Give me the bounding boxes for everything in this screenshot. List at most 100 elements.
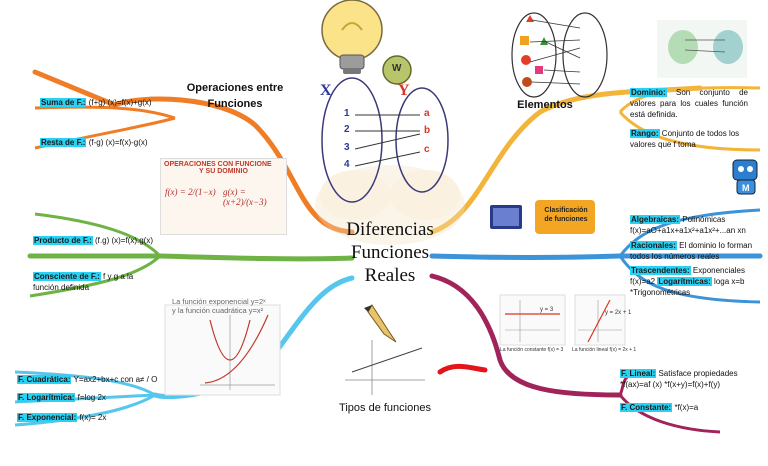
orange-sub-suma	[34, 105, 176, 120]
graph2-caption: La función lineal f(x) = 2x + 1	[572, 347, 637, 353]
gold-sub-rango	[618, 111, 761, 152]
maroon-sub-constante	[618, 394, 721, 434]
graph1-label: y = 3	[540, 307, 554, 313]
central-topic-line1: Diferencias	[346, 219, 434, 240]
rango-text: Conjunto de todos los valores que f toma	[630, 129, 740, 149]
operaciones-card: OPERACIONES CON FUNCIONE Y SU DOMINIO f(…	[160, 158, 287, 235]
cociente-node: Consciente de F.: f y g a la función def…	[33, 271, 153, 293]
lightbulb-icon	[321, 0, 383, 74]
trascendentes-label: Trascendentes:	[630, 266, 691, 275]
tipos-graph	[345, 340, 425, 395]
exp-card-caption: La función exponencial y=2ˣ y la función…	[172, 297, 282, 315]
resta-node: Resta de F.: (f-g) (x)=f(x)-g(x)	[40, 137, 148, 148]
logaritmicas-label: Logarítmicas:	[657, 277, 712, 286]
wk-letter: W	[392, 63, 402, 74]
exponencial-text: f(x)= 2x	[77, 413, 107, 422]
exp-graph	[164, 304, 281, 396]
exponencial-label: F. Exponencial:	[17, 413, 78, 422]
logaritmica-node: F. Logarítmica: f=log 2x	[17, 392, 106, 403]
exp-card-line2: y la función cuadrática y=x²	[172, 306, 264, 315]
cociente-text1: f y g a la	[100, 272, 134, 281]
operaciones-heading: Operaciones entre Funciones	[175, 80, 295, 112]
operaciones-card-g: g(x) = (x+2)/(x−3)	[223, 187, 267, 207]
operaciones-heading-line1: Operaciones entre	[186, 82, 284, 94]
green-sub-cociente	[29, 254, 162, 298]
mapping-codomain-b: b	[424, 125, 431, 136]
dominio-text: Son conjunto de valores para los cuales …	[630, 88, 748, 119]
exponencial-node: F. Exponencial: f(x)= 2x	[17, 412, 106, 423]
algebraicas-text: Polinómicas f(x)=aO+a1x+a1x²+a1x²+...an …	[630, 215, 746, 235]
mapping-domain-4: 4	[344, 159, 350, 170]
producto-node: Producto de F.: (f.g) (x)=f(x).g(x)	[33, 235, 153, 246]
operaciones-card-title2: Y SU DOMINIO	[199, 168, 248, 175]
orange-branch	[32, 69, 355, 235]
red-branch	[437, 363, 488, 375]
mapping-codomain-c: c	[424, 144, 430, 155]
green-branch	[27, 253, 355, 262]
clasificacion-illustration	[490, 200, 595, 234]
graph2-label: y = 2x + 1	[605, 310, 632, 316]
maroon-branch	[429, 273, 623, 398]
graph1-caption: La función constante f(x) = 3	[500, 347, 564, 353]
blue-sub-2	[618, 255, 761, 304]
racionales-text: El dominio lo forman todos los números r…	[630, 241, 753, 261]
mapping-diagram	[321, 77, 449, 203]
central-topic-line2: Funciones	[350, 242, 430, 263]
green-sub-producto	[34, 212, 162, 258]
blue-sub-1	[618, 208, 761, 257]
pencil-icon	[364, 304, 397, 343]
brain-illustration	[315, 165, 465, 245]
lineal-text1: Satisface propiedades	[656, 369, 738, 378]
cuadratica-node: F. Cuadrática: Y=ax2+bx+c con a≠ / O	[17, 374, 157, 385]
lineal-text2: *f(ax)=af (x) *f(x+y)=f(x)+f(y)	[620, 380, 721, 389]
mapping-y-label: Y	[398, 82, 410, 99]
racionales-node: Racionales: El dominio lo forman todos l…	[630, 240, 760, 262]
sky-sub-3	[14, 393, 156, 427]
cuadratica-label: F. Cuadrática:	[17, 375, 72, 384]
trig-text: *Trigonométricas	[630, 288, 691, 297]
svg-text:M: M	[742, 183, 750, 193]
trascendentes-node: Trascendentes: Exponenciales f(x)=a2 Log…	[630, 265, 760, 298]
logaritmica-label: F. Logarítmica:	[17, 393, 76, 402]
mapping-x-label: X	[320, 82, 332, 99]
cociente-label: Consciente de F.:	[33, 272, 101, 281]
logaritmicas-text: loga x=b	[711, 277, 745, 286]
cuadratica-text: Y=ax2+bx+c con a≠ / O	[71, 375, 158, 384]
mapping-codomain-a: a	[424, 108, 430, 119]
operaciones-heading-line2: Funciones	[207, 98, 263, 110]
gold-sub-dominio	[618, 86, 761, 114]
clasificacion-badge: Clasificación de funciones	[544, 207, 588, 223]
operaciones-card-title1: OPERACIONES CON FUNCIONE	[164, 161, 272, 168]
algebraicas-label: Algebraicas:	[630, 215, 681, 224]
robot-icon: M	[732, 159, 758, 195]
producto-text: (f.g) (x)=f(x).g(x)	[92, 236, 153, 245]
cociente-text2: función definida	[33, 283, 90, 292]
lineal-graphs	[499, 294, 626, 346]
constante-node: F. Constante: *f(x)=a	[620, 402, 698, 413]
rango-node: Rango: Conjunto de todos los valores que…	[630, 128, 748, 150]
trascendentes-text: Exponenciales f(x)=a2	[630, 266, 745, 286]
racionales-label: Racionales:	[630, 241, 677, 250]
dominio-label: Dominio:	[630, 88, 667, 97]
resta-label: Resta de F.:	[40, 138, 87, 147]
mapping-domain-2: 2	[344, 124, 350, 135]
resta-text: (f-g) (x)=f(x)-g(x)	[86, 138, 148, 147]
tipos-heading: Tipos de funciones	[339, 402, 431, 414]
blue-branch	[429, 253, 763, 260]
lineal-label: F. Lineal:	[620, 369, 657, 378]
constante-text: *f(x)=a	[672, 403, 699, 412]
central-topic: Diferencias Funciones Reales	[330, 218, 450, 287]
rango-label: Rango:	[630, 129, 660, 138]
operaciones-card-f: f(x) = 2/(1−x)	[165, 187, 216, 197]
elementos-heading: Elementos	[517, 99, 573, 111]
algebraicas-node: Algebraicas: Polinómicas f(x)=aO+a1x+a1x…	[630, 214, 760, 236]
lineal-node: F. Lineal: Satisface propiedades *f(ax)=…	[620, 368, 765, 390]
suma-node: Suma de F.: (f+g) (x)=f(x)+g(x)	[40, 97, 152, 108]
venn-illustration	[657, 20, 747, 78]
producto-label: Producto de F.:	[33, 236, 93, 245]
central-topic-line3: Reales	[364, 265, 416, 286]
logaritmica-text: f=log 2x	[75, 393, 106, 402]
suma-label: Suma de F.:	[40, 98, 87, 107]
mapping-domain-1: 1	[344, 108, 350, 119]
